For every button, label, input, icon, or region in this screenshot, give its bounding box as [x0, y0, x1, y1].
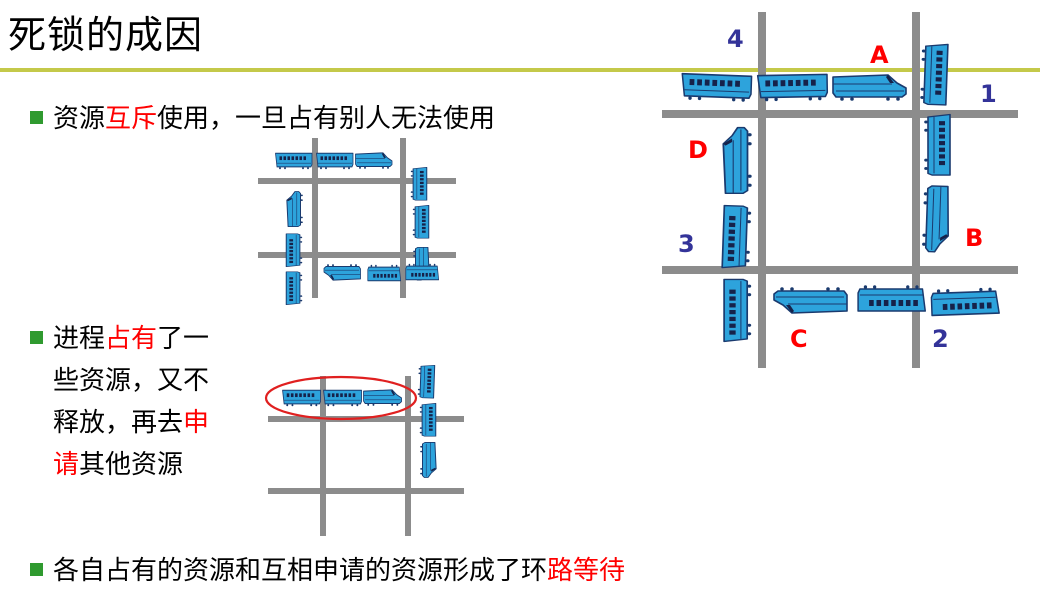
train-label-a: A	[870, 41, 889, 69]
bullet-highlight: 占有	[105, 324, 158, 354]
train-car-icon	[419, 402, 437, 437]
bullet-square-icon	[30, 111, 43, 124]
train-label-c: C	[790, 325, 808, 353]
bullet-text: 各自占有的资源和互相申请的资源形成了环	[53, 556, 548, 586]
intersection-label-2: 2	[932, 325, 949, 353]
title-divider	[0, 68, 1040, 72]
road-small1-bottom	[258, 252, 456, 258]
train-car-icon	[285, 271, 303, 306]
train-car-icon	[756, 73, 829, 103]
bullet-hold-and-wait: 进程占有了一 些资源，又不 释放，再去申 请其他资源	[30, 318, 260, 486]
train-car-icon	[857, 284, 927, 312]
bullet-highlight: 互斥	[105, 104, 158, 134]
train-car-icon	[919, 42, 949, 106]
bullet-text: 释放，再去	[53, 408, 184, 438]
road-small1-left	[312, 138, 318, 298]
train-car-icon	[723, 278, 753, 343]
train-car-icon	[316, 152, 354, 170]
locomotive-icon	[921, 184, 951, 254]
train-car-icon	[417, 364, 436, 399]
train-car-icon	[721, 204, 753, 270]
slide-title: 死锁的成因	[8, 13, 204, 57]
train-car-icon	[680, 72, 753, 103]
highlight-ellipse	[264, 375, 418, 421]
bullet-text: 了一	[157, 324, 210, 354]
bullet-highlight: 路等待	[547, 556, 626, 586]
road-large-bottom	[662, 266, 1018, 274]
bullet-highlight: 请	[53, 450, 80, 480]
train-car-icon	[930, 286, 1000, 317]
train-car-icon	[275, 152, 313, 170]
bullet-text: 其他资源	[79, 450, 184, 480]
road-small2-left	[320, 376, 326, 536]
bullet-text: 使用，一旦占有别人无法使用	[157, 104, 496, 134]
bullet-square-icon	[30, 563, 43, 576]
bullet-highlight: 申	[183, 408, 210, 438]
locomotive-icon	[355, 152, 393, 170]
intersection-label-3: 3	[678, 230, 695, 258]
train-car-icon	[412, 204, 430, 239]
bullet-text: 进程	[53, 324, 106, 354]
road-large-right	[912, 12, 920, 368]
bullet-circular-wait: 各自占有的资源和互相申请的资源形成了环路等待	[30, 550, 625, 592]
train-car-icon	[405, 263, 440, 281]
road-large-top	[662, 110, 1018, 118]
bullet-mutual-exclusion: 资源互斥使用，一旦占有别人无法使用	[30, 98, 495, 140]
train-car-icon	[323, 389, 363, 407]
train-car-icon	[410, 166, 428, 201]
locomotive-icon	[363, 389, 403, 407]
train-car-icon	[285, 233, 303, 268]
locomotive-icon	[832, 74, 907, 102]
intersection-label-1: 1	[980, 80, 997, 108]
road-large-left	[758, 12, 766, 368]
train-car-icon	[282, 389, 322, 407]
train-car-icon	[367, 264, 402, 282]
intersection-label-4: 4	[727, 25, 744, 53]
locomotive-icon	[419, 441, 437, 478]
bullet-text: 资源	[53, 104, 106, 134]
road-small2-top	[268, 416, 464, 422]
train-label-d: D	[688, 136, 708, 164]
road-small1-right	[400, 138, 406, 298]
train-car-icon	[923, 113, 951, 176]
locomotive-icon	[773, 286, 848, 314]
locomotive-icon	[286, 191, 304, 228]
bullet-text: 些资源，又不	[53, 366, 210, 396]
road-small2-right	[405, 376, 411, 536]
road-small1-top	[258, 178, 456, 184]
locomotive-icon	[722, 126, 753, 195]
road-small2-bottom	[268, 488, 464, 494]
bullet-square-icon	[30, 331, 43, 344]
train-label-b: B	[965, 224, 983, 252]
locomotive-icon	[323, 263, 361, 281]
